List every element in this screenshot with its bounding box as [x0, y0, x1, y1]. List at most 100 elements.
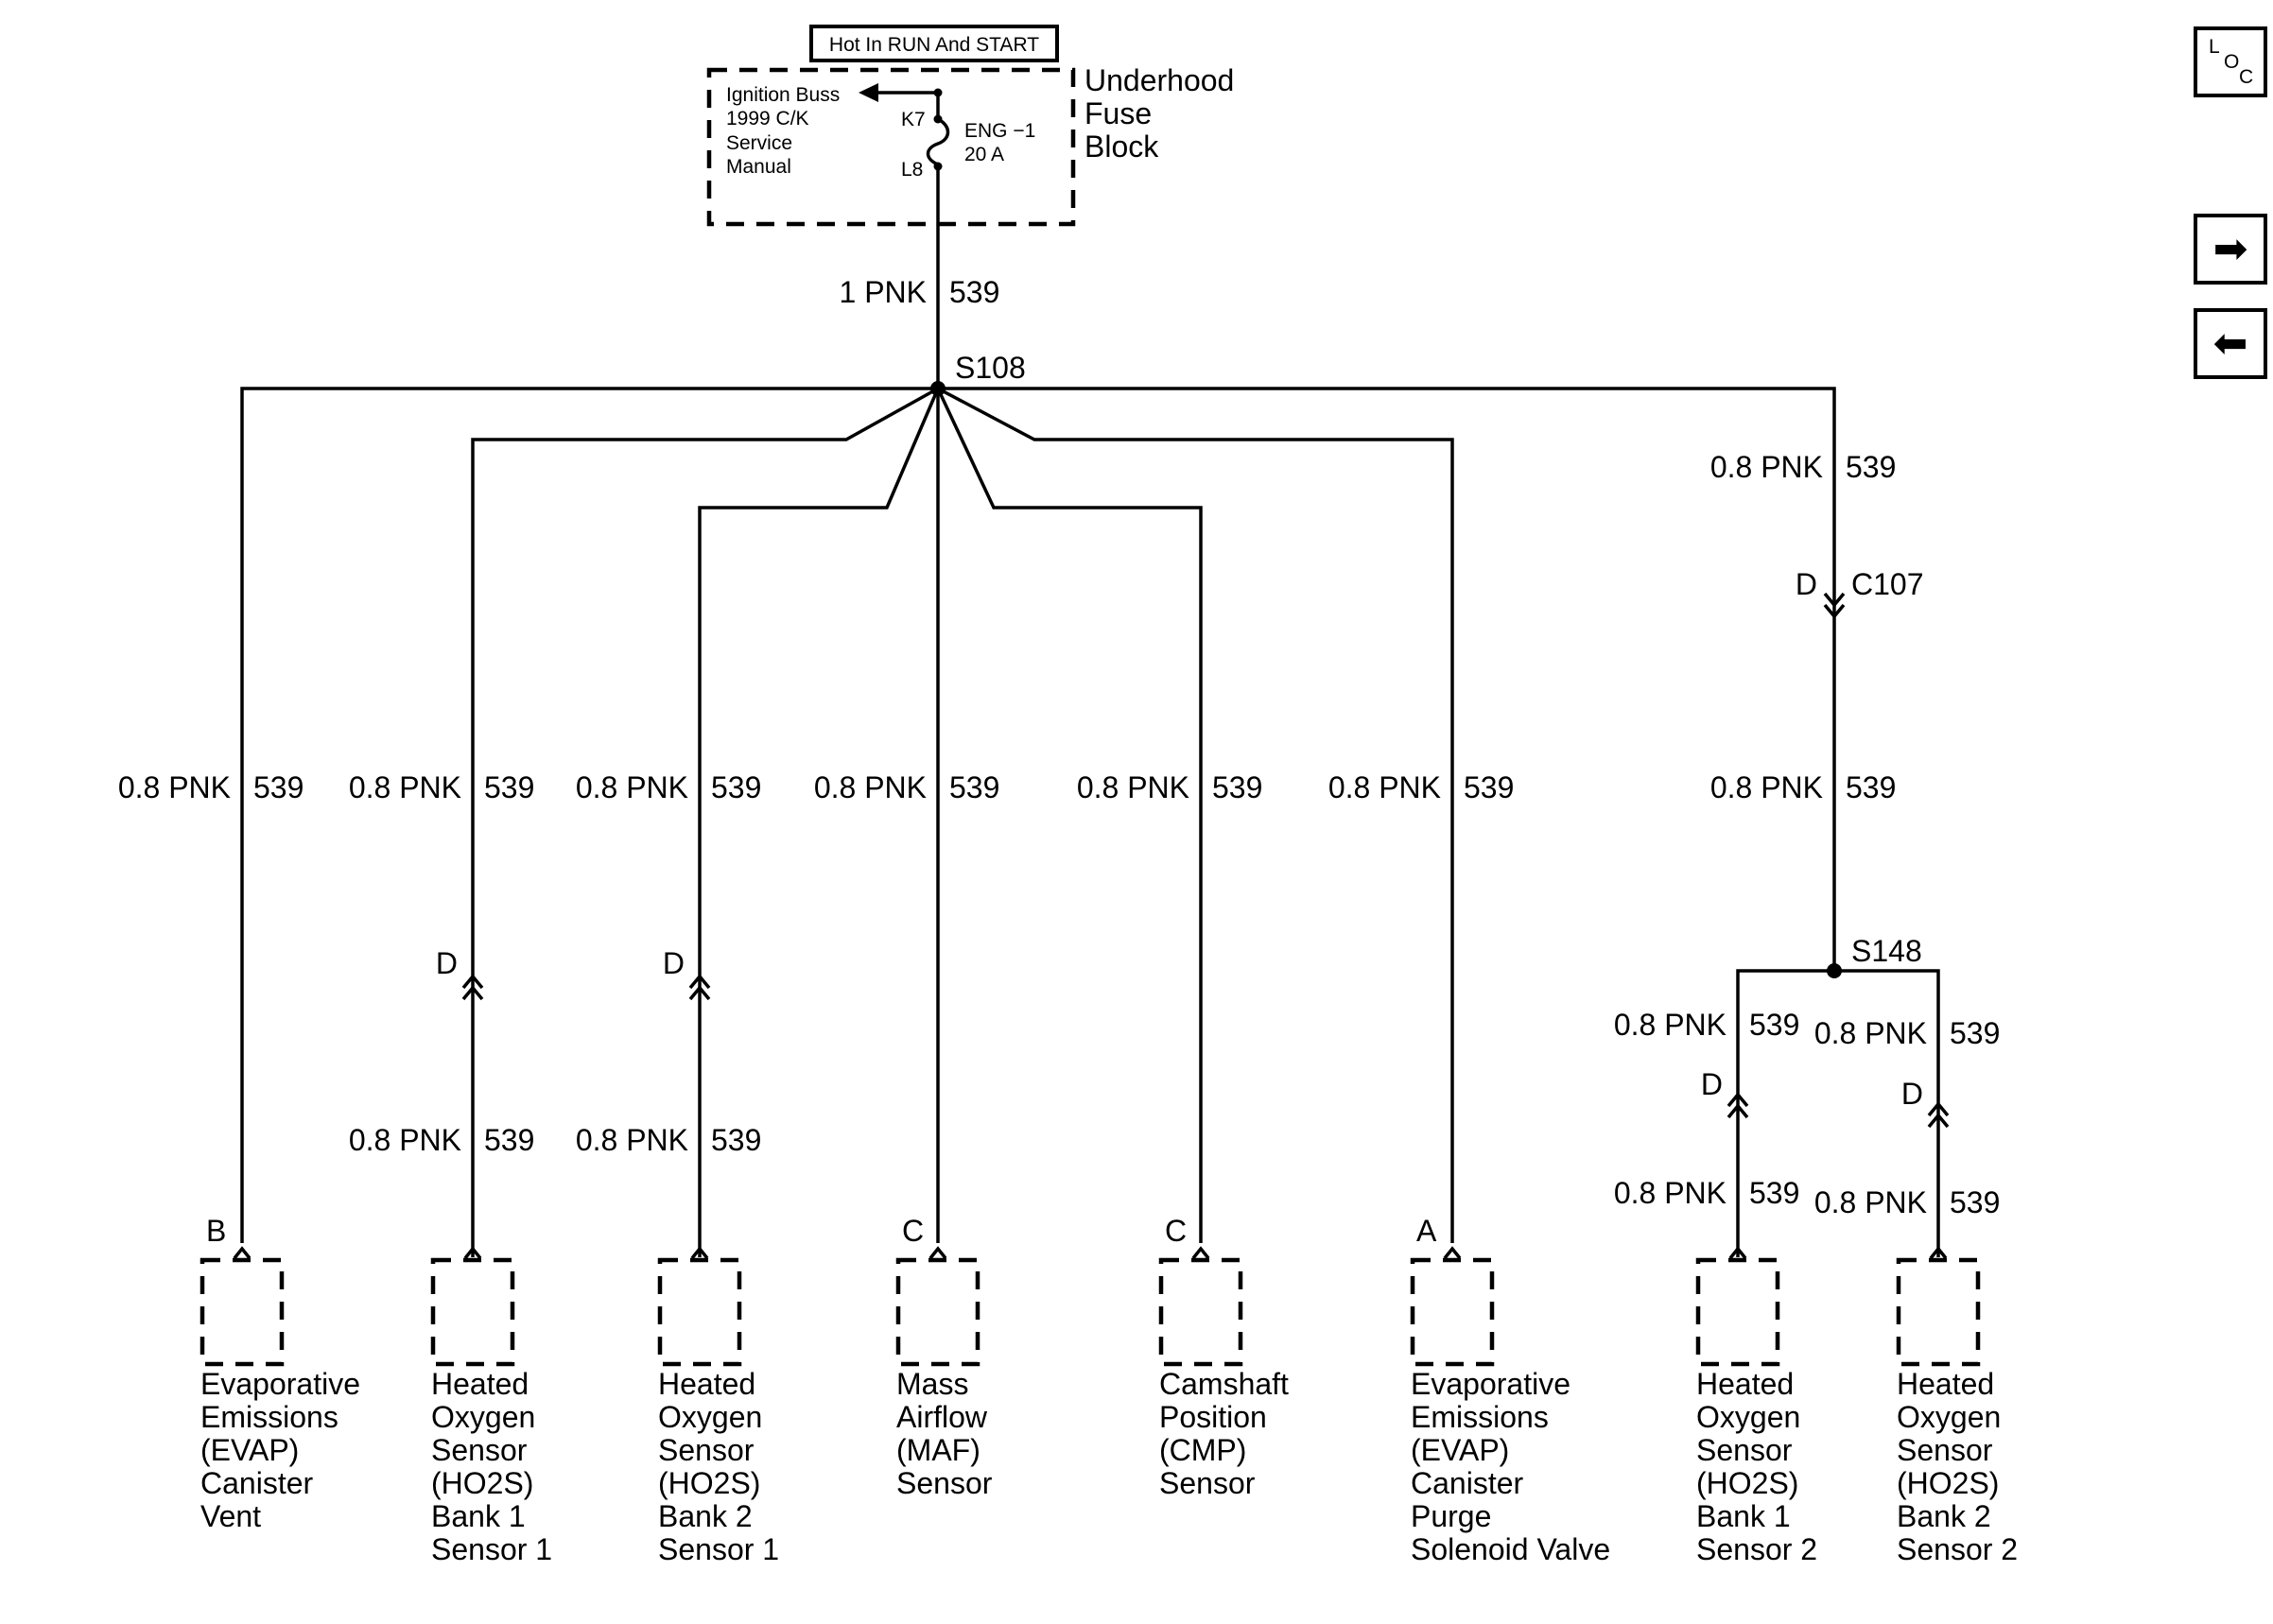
power-header-box: [809, 25, 1059, 62]
terminal-icon: [1443, 1246, 1462, 1260]
loc-letter-l: L: [2209, 36, 2220, 58]
component-name-line: Sensor 1: [658, 1532, 779, 1566]
component-name-line: Sensor: [1897, 1433, 1993, 1467]
inline-pin: D: [436, 946, 458, 980]
component-name-line: Sensor: [1696, 1433, 1793, 1467]
previous-page-frame[interactable]: [2194, 308, 2267, 379]
component-name-line: Emissions: [200, 1400, 338, 1434]
wire-circuit-label: 539: [1846, 770, 1896, 804]
terminal-k7: K7: [901, 109, 926, 130]
underhood-fuse-block: [706, 67, 1076, 227]
component-name-line: Solenoid Valve: [1411, 1532, 1610, 1566]
component-box: [200, 1257, 285, 1367]
wire-circuit-label: 539: [253, 770, 304, 804]
component-name-line: Bank 1: [1696, 1499, 1791, 1533]
splice-s148-dot: [1827, 963, 1842, 978]
splice-s148-label: S148: [1851, 934, 1922, 968]
component-name-line: Heated: [431, 1367, 529, 1401]
wire-gauge-label: 0.8 PNK: [118, 770, 231, 804]
component-name-line: Sensor: [658, 1433, 755, 1467]
c107-name: C107: [1851, 567, 1924, 601]
buss-junction-dot: [933, 88, 943, 97]
component-name-line: Bank 2: [1897, 1499, 1991, 1533]
inline-pin: D: [663, 946, 685, 980]
component-pin: A: [1416, 1214, 1437, 1248]
wire-gauge-label: 0.8 PNK: [349, 1123, 461, 1157]
wire-circuit-label: 539: [484, 770, 534, 804]
component-name-line: Heated: [658, 1367, 755, 1401]
inline-connector-icon: [461, 974, 484, 1001]
branch-cmp: [936, 388, 1203, 1243]
loc-button[interactable]: L O C: [2194, 26, 2267, 97]
loc-letter-c: C: [2239, 66, 2253, 88]
wire-circuit-label: 539: [1846, 450, 1896, 484]
right-arrow-icon: ➡: [2213, 226, 2248, 272]
terminal-icon: [690, 1246, 709, 1260]
wire-gauge-label: 0.8 PNK: [1077, 770, 1189, 804]
component-box: [1695, 1257, 1780, 1367]
wire-circuit-label: 539: [1464, 770, 1514, 804]
splice-s108-label: S108: [955, 351, 1026, 385]
component-pin: B: [206, 1214, 226, 1248]
inline-connector-icon: [1927, 1101, 1950, 1129]
branch-ho2s-b1s2: [1736, 969, 1834, 1257]
inline-pin: D: [1901, 1077, 1923, 1111]
fuse-block-label-3: Block: [1084, 130, 1159, 164]
inline-pin: D: [1701, 1067, 1723, 1101]
terminal-icon: [928, 1246, 947, 1260]
terminal-icon: [1191, 1246, 1210, 1260]
component-box: [657, 1257, 742, 1367]
component-name-line: Vent: [200, 1499, 261, 1533]
component-name-line: (HO2S): [1897, 1466, 1999, 1500]
main-feed-circuit: 539: [949, 275, 999, 309]
component-name-line: Canister: [1411, 1466, 1524, 1500]
fuse-name: ENG −1: [964, 120, 1035, 142]
main-feed-gauge: 1 PNK: [840, 275, 927, 309]
wire-circuit-label: 539: [711, 1123, 761, 1157]
inline-connector-icon: [688, 974, 711, 1001]
terminal-l8: L8: [901, 159, 923, 181]
wire-gauge-label: 0.8 PNK: [814, 770, 927, 804]
wire-circuit-label: 539: [1212, 770, 1262, 804]
component-ho2s-bank2-sensor2: Heated Oxygen Sensor (HO2S) Bank 2 Senso…: [1896, 1246, 2018, 1566]
component-name-line: Evaporative: [200, 1367, 360, 1401]
component-name-line: Evaporative: [1411, 1367, 1570, 1401]
component-name-line: Heated: [1897, 1367, 1994, 1401]
previous-page-button[interactable]: ⬅: [2194, 308, 2267, 379]
component-name-line: Sensor 2: [1696, 1532, 1817, 1566]
loc-button-frame[interactable]: [2194, 26, 2267, 97]
wire-circuit-label: 539: [949, 770, 999, 804]
branch-evap-purge: [937, 387, 1454, 1243]
component-name-line: (EVAP): [1411, 1433, 1509, 1467]
component-name-line: (MAF): [896, 1433, 980, 1467]
component-name-line: Emissions: [1411, 1400, 1549, 1434]
component-cmp-sensor: C Camshaft Position (CMP) Sensor: [1158, 1214, 1289, 1500]
component-name-line: Purge: [1411, 1499, 1491, 1533]
left-arrow-icon: ⬅: [2213, 320, 2248, 367]
wire-gauge-label: 0.8 PNK: [1614, 1176, 1726, 1210]
ignition-buss-note-3: Service: [726, 132, 792, 154]
terminal-icon: [233, 1246, 252, 1260]
component-name-line: Sensor 1: [431, 1532, 552, 1566]
wire-circuit-label: 539: [1749, 1008, 1799, 1042]
component-name-line: (CMP): [1159, 1433, 1246, 1467]
component-name-line: Sensor: [431, 1433, 528, 1467]
ignition-buss-note-1: Ignition Buss: [726, 84, 840, 106]
component-box: [1410, 1257, 1495, 1367]
component-name-line: (HO2S): [1696, 1466, 1798, 1500]
branch-evap-vent: [240, 387, 938, 1243]
branch-ho2s-b2s2: [1834, 969, 1940, 1257]
component-name-line: Airflow: [896, 1400, 988, 1434]
component-evap-canister-vent: B Evaporative Emissions (EVAP) Canister …: [200, 1214, 360, 1533]
wire-gauge-label: 0.8 PNK: [1814, 1185, 1927, 1219]
wire-gauge-label: 0.8 PNK: [1614, 1008, 1726, 1042]
wire-gauge-label: 0.8 PNK: [1710, 770, 1823, 804]
wire-circuit-label: 539: [1749, 1176, 1799, 1210]
component-name-line: Oxygen: [431, 1400, 535, 1434]
next-page-frame[interactable]: [2194, 214, 2267, 285]
component-maf-sensor: C Mass Airflow (MAF) Sensor: [895, 1214, 993, 1500]
c107-connector-icon: [1823, 592, 1846, 619]
next-page-button[interactable]: ➡: [2194, 214, 2267, 285]
wire-circuit-label: 539: [484, 1123, 534, 1157]
